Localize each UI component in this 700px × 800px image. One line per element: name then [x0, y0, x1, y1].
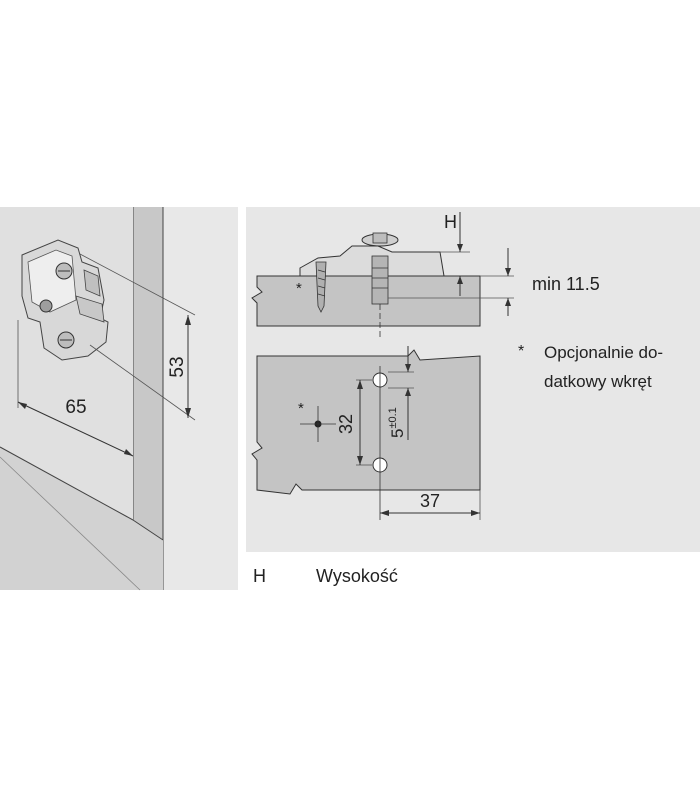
dimension-65: 65 [17, 320, 134, 457]
h-label: H [444, 212, 457, 232]
arrow-up-icon [405, 388, 411, 396]
arrow-up-icon [185, 315, 191, 325]
plate-tab [75, 295, 105, 323]
arrow-down-icon [357, 456, 363, 465]
dim-label-37: 37 [420, 491, 440, 511]
dim-extension-top [79, 253, 196, 316]
dim-label-32: 32 [336, 414, 356, 434]
min-thickness-label: min 11.5 [532, 274, 600, 294]
board-top-section [251, 349, 481, 495]
mounting-plate [21, 239, 109, 361]
side-view: * H min 11.5 [251, 212, 600, 340]
screw-thread [317, 269, 326, 297]
dim-extension-bottom [89, 344, 196, 421]
arrow-up-icon [457, 276, 463, 284]
arrow-down-icon [185, 408, 191, 418]
dim-5-value: 5 [388, 429, 407, 438]
dim-label-65: 65 [65, 397, 86, 418]
adjust-screw-neck [372, 232, 388, 244]
legend: H Wysokość [253, 566, 398, 586]
top-view: * 32 5±0.1 37 [251, 346, 481, 520]
dim-5-tolerance: ±0.1 [387, 407, 399, 428]
cabinet-side-front-edge [133, 207, 163, 590]
legend-key: H [253, 566, 266, 586]
footnote-marker: * [518, 343, 524, 360]
footnote-line-1: Opcjonalnie do- [544, 343, 663, 362]
arrow-down-icon [405, 364, 411, 372]
bottom-edge-line [0, 446, 134, 521]
arrow-left-icon [18, 402, 27, 409]
arrow-right-icon [124, 449, 133, 456]
arrow-left-icon [380, 510, 389, 516]
bottom-corner-line [132, 519, 164, 541]
arrow-down-icon [505, 268, 511, 276]
dim-label-53: 53 [167, 356, 188, 377]
footnote-line-2: datkowy wkręt [544, 372, 652, 391]
right-panel: * H min 11.5 * [246, 207, 700, 552]
footnote: * Opcjonalnie do- datkowy wkręt [518, 343, 663, 391]
asterisk-top: * [298, 400, 304, 417]
screw-middle-icon [39, 299, 53, 313]
bottom-shadow-line [0, 456, 141, 591]
cabinet-bottom-panel [0, 447, 163, 590]
asterisk-side: * [296, 280, 302, 297]
plate-face [27, 249, 77, 313]
dowel-ribs [372, 267, 388, 289]
plate-clip [83, 269, 101, 297]
dowel-icon [371, 255, 389, 305]
arrow-up-icon [357, 380, 363, 389]
dim-line-65 [17, 401, 134, 457]
arrow-up-icon [505, 298, 511, 306]
left-panel: 53 65 [0, 207, 238, 591]
dimension-53: 53 [79, 253, 196, 421]
arrow-down-icon [457, 244, 463, 252]
arrow-right-icon [471, 510, 480, 516]
board-side-section [251, 275, 481, 327]
legend-value: Wysokość [316, 566, 398, 586]
dim-label-5: 5±0.1 [387, 407, 407, 438]
